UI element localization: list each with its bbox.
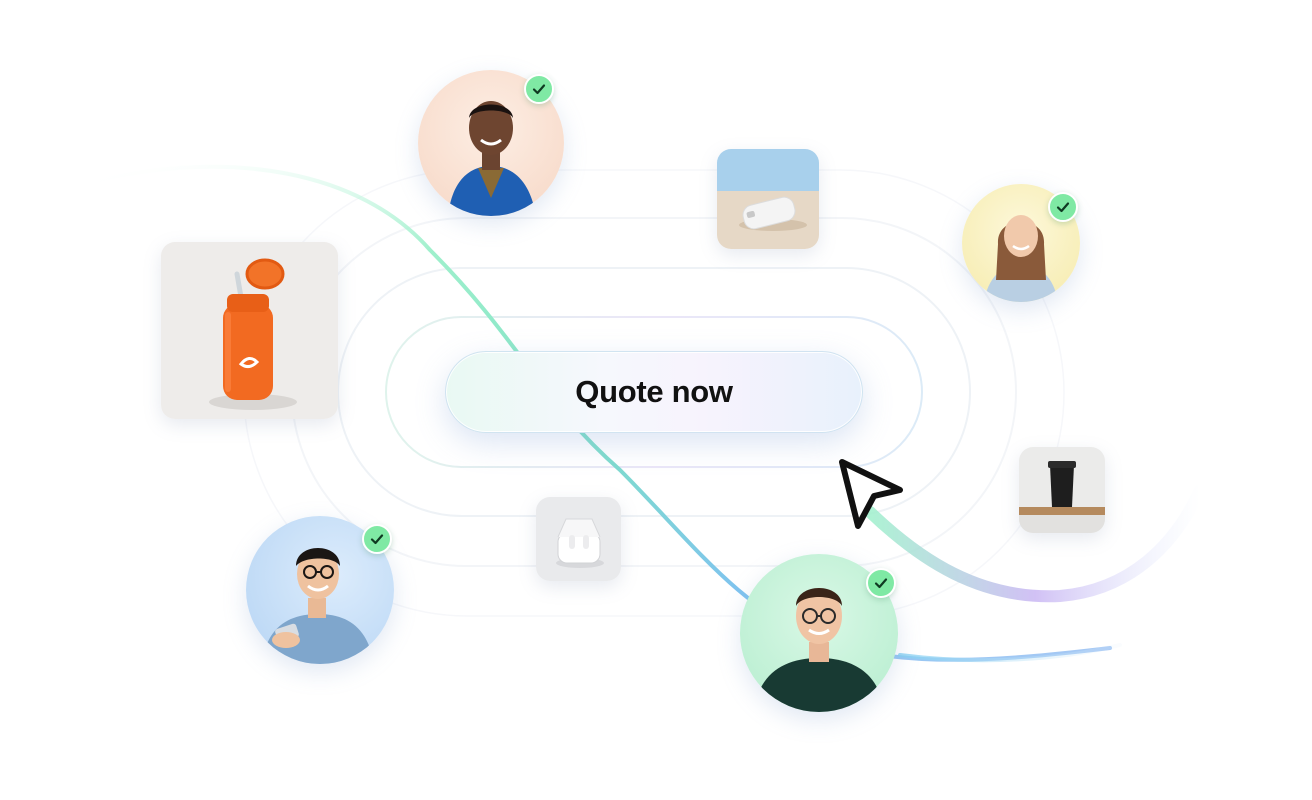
powerbank-illustration	[717, 149, 819, 249]
avatar-person-4	[740, 554, 898, 712]
check-icon	[370, 534, 384, 545]
avatar-person-1	[418, 70, 564, 216]
cursor-arrow-icon	[839, 459, 903, 529]
cup-illustration	[1019, 447, 1105, 533]
bottle-illustration	[161, 242, 338, 419]
product-bottle-image	[161, 242, 338, 419]
avatar-person-3	[246, 516, 394, 664]
check-icon	[532, 84, 546, 95]
check-icon	[1056, 202, 1070, 213]
check-icon	[874, 578, 888, 589]
product-earbuds-image	[536, 497, 621, 581]
verified-badge	[362, 524, 392, 554]
earbuds-illustration	[536, 497, 621, 581]
quote-now-button[interactable]: Quote now	[445, 351, 863, 433]
quote-now-label: Quote now	[575, 374, 733, 409]
product-cup-image	[1019, 447, 1105, 533]
product-powerbank-image	[717, 149, 819, 249]
verified-badge	[524, 74, 554, 104]
verified-badge	[1048, 192, 1078, 222]
avatar-person-2	[962, 184, 1080, 302]
verified-badge	[866, 568, 896, 598]
